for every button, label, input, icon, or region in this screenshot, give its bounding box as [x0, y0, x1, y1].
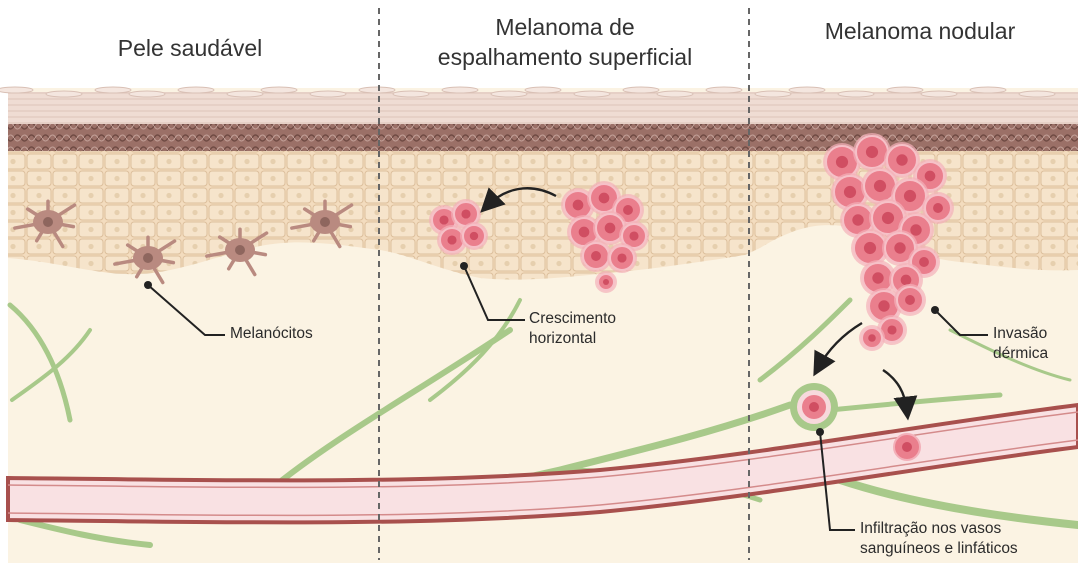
surface-flake [491, 91, 527, 97]
surface-flake [95, 87, 131, 93]
dark-dermal-band [8, 123, 1078, 151]
surface-flake [442, 87, 478, 93]
surface-flake [227, 91, 263, 97]
circulating-tumor-cell [894, 434, 920, 460]
surface-flake [623, 87, 659, 93]
surface-flake [921, 91, 957, 97]
surface-flake [46, 91, 82, 97]
skin-surface [8, 92, 1078, 124]
label-vessel-infiltration: Infiltração nos vasos sanguíneos e linfá… [860, 519, 1018, 559]
surface-flake [129, 91, 165, 97]
surface-flake [359, 87, 395, 93]
surface-flake [789, 87, 825, 93]
label-horizontal-growth: Crescimento horizontal [529, 309, 616, 349]
surface-flake [887, 87, 923, 93]
surface-flake [261, 87, 297, 93]
label-melanocytes: Melanócitos [230, 324, 313, 344]
label-dermal-invasion: Invasão dérmica [993, 324, 1048, 364]
surface-flake [1019, 91, 1055, 97]
infiltrated-lymph-vessel [790, 383, 838, 431]
surface-flake [970, 87, 1006, 93]
surface-flake [0, 87, 33, 93]
surface-flake [838, 91, 874, 97]
surface-flake [178, 87, 214, 93]
panel-title-nodular: Melanoma nodular [790, 16, 1050, 46]
surface-flake [310, 91, 346, 97]
surface-flake [657, 91, 693, 97]
panel-title-healthy: Pele saudável [70, 33, 310, 63]
surface-flake [706, 87, 742, 93]
surface-flake [525, 87, 561, 93]
surface-flake [393, 91, 429, 97]
panel-title-superficial: Melanoma de espalhamento superficial [395, 12, 735, 72]
surface-flake [755, 91, 791, 97]
surface-flake [574, 91, 610, 97]
